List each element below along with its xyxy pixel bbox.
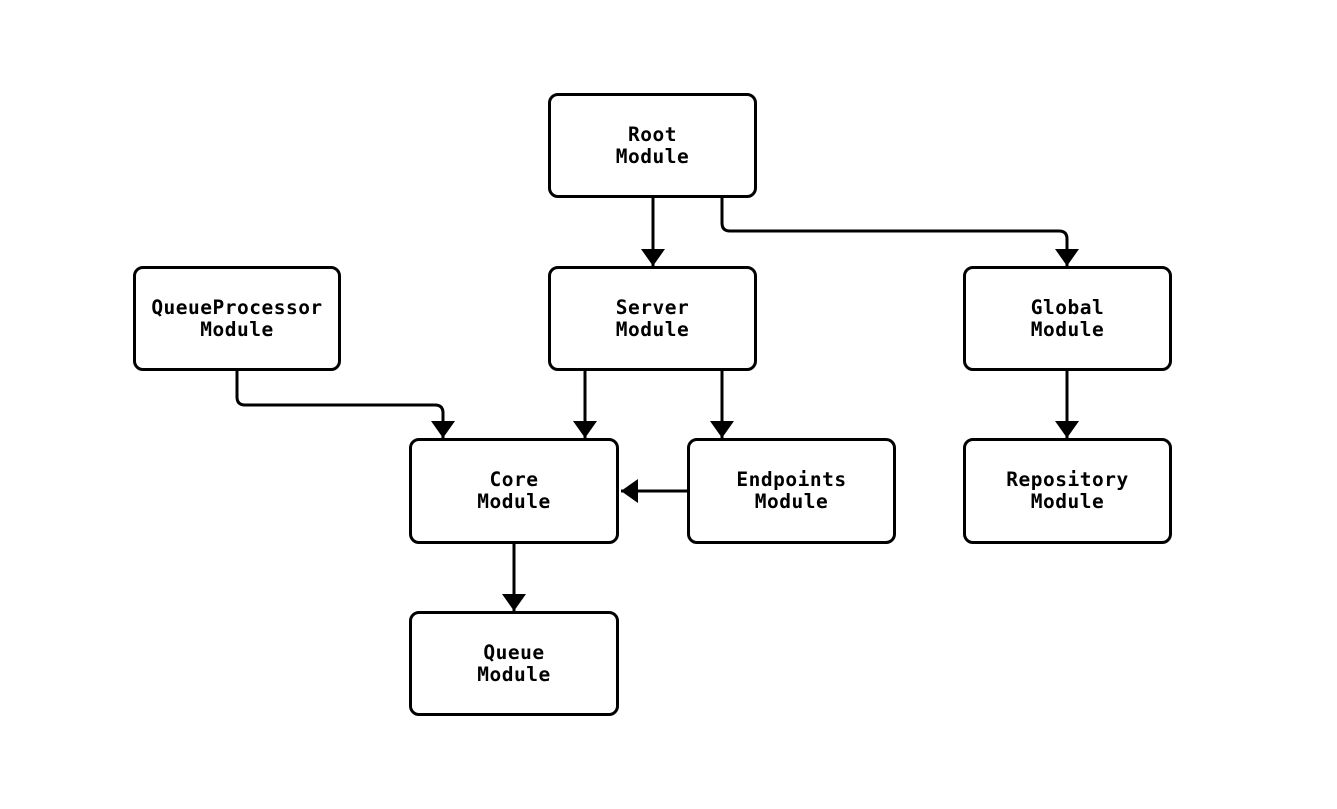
node-global-label-line: Module [1030,317,1105,341]
node-repository-label-line: Module [1030,490,1105,513]
node-root-label-line: Module [615,144,690,168]
node-core-label-line: Core [489,468,539,491]
node-root-label-line: Root [628,122,677,146]
edge-queueprocessor-to-core [235,371,455,438]
node-endpoints-label-line: Module [754,490,829,513]
edge-root-to-global [720,198,1079,266]
node-queueprocessor-label-line: QueueProcessor [151,295,323,319]
node-queue-label-line: Module [477,662,551,686]
node-queue-label-line: Queue [483,640,545,664]
node-server-label-line: Module [615,317,690,341]
node-endpoints-label-line: Endpoints [736,468,847,491]
node-server-label-line: Server [615,295,690,319]
node-global-label-line: Global [1030,295,1105,319]
node-repository-label-line: Repository [1006,468,1129,491]
node-core-label-line: Module [477,490,551,513]
edges-group [235,198,1079,611]
node-queueprocessor-label-line: Module [200,317,274,341]
